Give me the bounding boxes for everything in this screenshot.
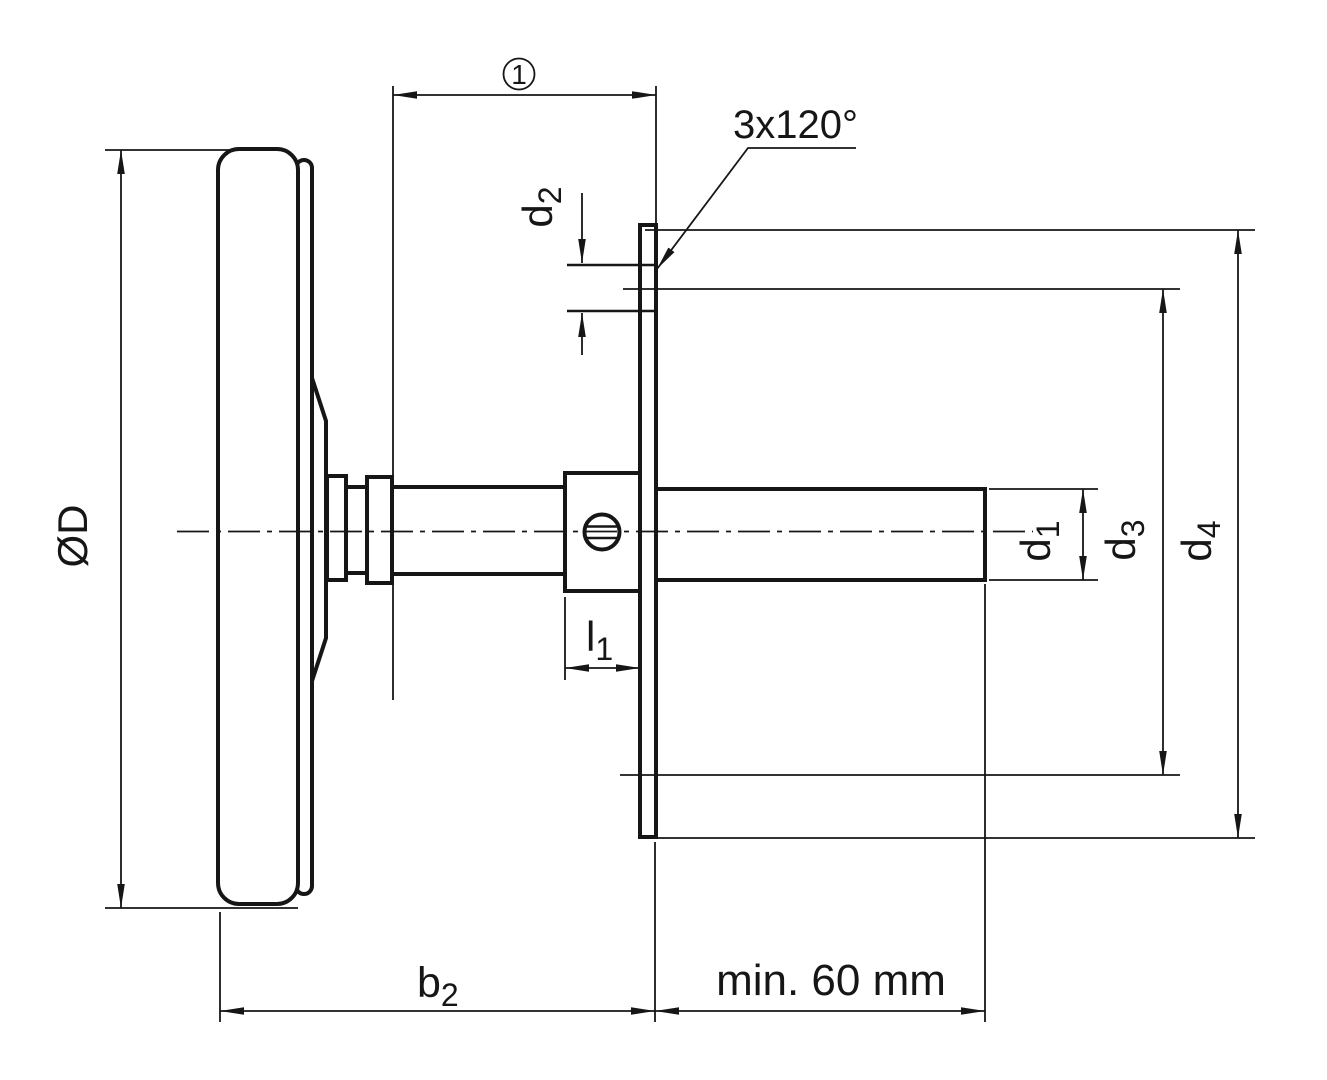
hole-pattern-leader: 3x120° <box>656 103 858 270</box>
label-position-1: 1 <box>511 59 527 90</box>
thermometer-outline <box>216 147 987 906</box>
label-min-insertion: min. 60 mm <box>716 956 946 1005</box>
dimension-position-1: 1 <box>392 57 657 700</box>
collar-ring-middle <box>344 485 369 575</box>
dimension-min-insertion: min. 60 mm <box>655 584 986 1022</box>
stem-tube <box>656 487 987 582</box>
label-case-depth: b2 <box>417 959 459 1013</box>
dimension-hole-diameter: d2 <box>514 186 586 355</box>
balloon-circle <box>502 57 536 91</box>
dimension-case-diameter: ØD <box>49 149 298 909</box>
neck-tube <box>390 485 567 576</box>
label-hole-pattern: 3x120° <box>733 103 858 147</box>
collar-ring-left <box>325 474 348 582</box>
dimension-case-depth: b2 <box>219 842 656 1022</box>
label-hole-diameter: d2 <box>514 186 568 227</box>
dial-case <box>216 147 300 906</box>
dimension-bolt-circle: d3 <box>620 288 1180 776</box>
label-bolt-circle: d3 <box>1097 519 1151 560</box>
dimension-stem-diameter: d1 <box>989 488 1098 581</box>
case-taper-cone <box>310 377 328 682</box>
leader-line <box>656 147 856 270</box>
label-case-diameter: ØD <box>49 505 96 568</box>
label-clamp-length: l1 <box>586 613 613 667</box>
label-stem-diameter: d1 <box>1012 520 1066 561</box>
label-flange-diameter: d4 <box>1173 520 1227 561</box>
collar-ring-right <box>365 475 394 585</box>
dimension-clamp-length: l1 <box>564 597 640 680</box>
collar-rings <box>325 474 394 585</box>
dimension-flange-diameter: d4 <box>641 229 1255 839</box>
